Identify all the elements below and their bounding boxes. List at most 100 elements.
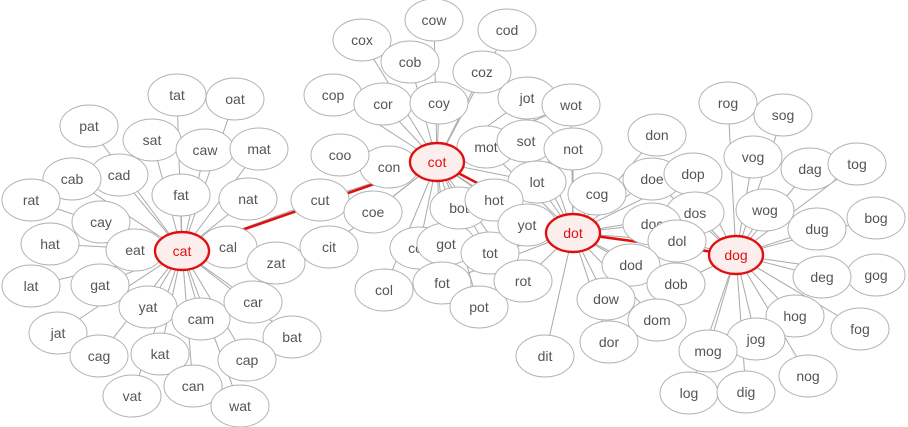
node-ellipse (218, 177, 278, 221)
word-node-cox: cox (332, 18, 392, 62)
word-node-bat: bat (262, 315, 322, 359)
node-label: rog (718, 95, 738, 111)
node-label: dol (668, 233, 687, 249)
edge-cot-col (383, 161, 438, 291)
node-ellipse (59, 104, 119, 148)
word-node-cod: cod (477, 8, 537, 52)
word-node-nat: nat (218, 177, 278, 221)
word-node-caw: caw (175, 128, 235, 172)
word-node-sat: sat (122, 118, 182, 162)
word-node-cit: cit (299, 225, 359, 269)
node-label: dos (684, 205, 707, 221)
node-label: don (645, 127, 668, 143)
node-label: dog (724, 247, 747, 263)
node-label: dot (563, 225, 583, 241)
node-label: jot (519, 90, 535, 106)
node-ellipse (477, 8, 537, 52)
node-ellipse (541, 83, 601, 127)
word-node-hat: hat (20, 222, 80, 266)
node-label: bat (282, 329, 302, 345)
node-ellipse (217, 338, 277, 382)
word-node-gat: gat (70, 263, 130, 307)
node-ellipse (408, 141, 466, 183)
node-ellipse (846, 196, 906, 240)
node-label: nog (796, 368, 819, 384)
node-label: cit (322, 239, 336, 255)
node-ellipse (151, 173, 211, 217)
word-node-kat: kat (130, 332, 190, 376)
node-label: cay (90, 214, 112, 230)
word-node-rot: rot (493, 259, 553, 303)
node-ellipse (163, 364, 223, 408)
node-label: gat (90, 277, 110, 293)
word-node-dol: dol (647, 219, 707, 263)
node-label: mog (694, 343, 721, 359)
node-label: sog (772, 107, 795, 123)
node-ellipse (493, 259, 553, 303)
node-ellipse (102, 374, 162, 418)
word-node-fat: fat (151, 173, 211, 217)
node-label: hog (783, 308, 806, 324)
node-ellipse (246, 241, 306, 285)
word-node-jat: jat (28, 311, 88, 355)
word-node-not: not (543, 127, 603, 171)
node-ellipse (627, 113, 687, 157)
word-node-jot: jot (497, 76, 557, 120)
word-node-lat: lat (1, 264, 61, 308)
word-node-cag: cag (69, 334, 129, 378)
word-node-bog: bog (846, 196, 906, 240)
node-label: cod (496, 22, 519, 38)
node-label: pat (79, 118, 99, 134)
node-ellipse (452, 50, 512, 94)
node-label: car (243, 294, 263, 310)
node-ellipse (171, 297, 231, 341)
node-ellipse (778, 354, 838, 398)
node-label: fog (850, 321, 869, 337)
node-label: jog (746, 331, 766, 347)
word-node-coe: coe (343, 190, 403, 234)
node-label: tat (169, 87, 185, 103)
word-node-cap: cap (217, 338, 277, 382)
word-node-dow: dow (576, 277, 636, 321)
node-ellipse (449, 285, 509, 329)
word-node-gog: gog (846, 253, 906, 297)
node-label: cut (311, 192, 330, 208)
node-label: vat (123, 388, 142, 404)
word-node-cor: cor (353, 82, 413, 126)
node-ellipse (678, 329, 738, 373)
node-label: dit (538, 348, 553, 364)
node-ellipse (579, 320, 639, 364)
node-label: oat (225, 91, 245, 107)
node-label: eat (125, 242, 145, 258)
word-node-dod: dod (601, 243, 661, 287)
word-node-wot: wot (541, 83, 601, 127)
edge-cat-oat (181, 98, 236, 252)
word-node-zat: zat (246, 241, 306, 285)
node-label: zat (267, 255, 286, 271)
word-node-dug: dug (787, 207, 847, 251)
node-label: rot (515, 273, 531, 289)
edge-dog-sog (735, 114, 784, 256)
word-node-coo: coo (310, 133, 370, 177)
node-label: lat (24, 278, 39, 294)
node-ellipse (343, 190, 403, 234)
node-label: cor (373, 96, 393, 112)
node-label: bog (864, 210, 887, 226)
node-label: cag (88, 348, 111, 364)
word-node-don: don (627, 113, 687, 157)
word-node-cow: cow (404, 0, 464, 42)
word-node-car: car (223, 280, 283, 324)
node-label: bot (449, 200, 469, 216)
node-ellipse (205, 77, 265, 121)
node-label: fot (434, 275, 450, 291)
node-label: coe (362, 204, 385, 220)
word-node-rat: rat (1, 178, 61, 222)
node-ellipse (229, 127, 289, 171)
node-ellipse (792, 255, 852, 299)
word-node-pot: pot (449, 285, 509, 329)
node-label: gog (864, 267, 887, 283)
node-label: can (182, 378, 205, 394)
node-label: jat (50, 325, 66, 341)
node-ellipse (716, 370, 776, 414)
node-ellipse (20, 222, 80, 266)
